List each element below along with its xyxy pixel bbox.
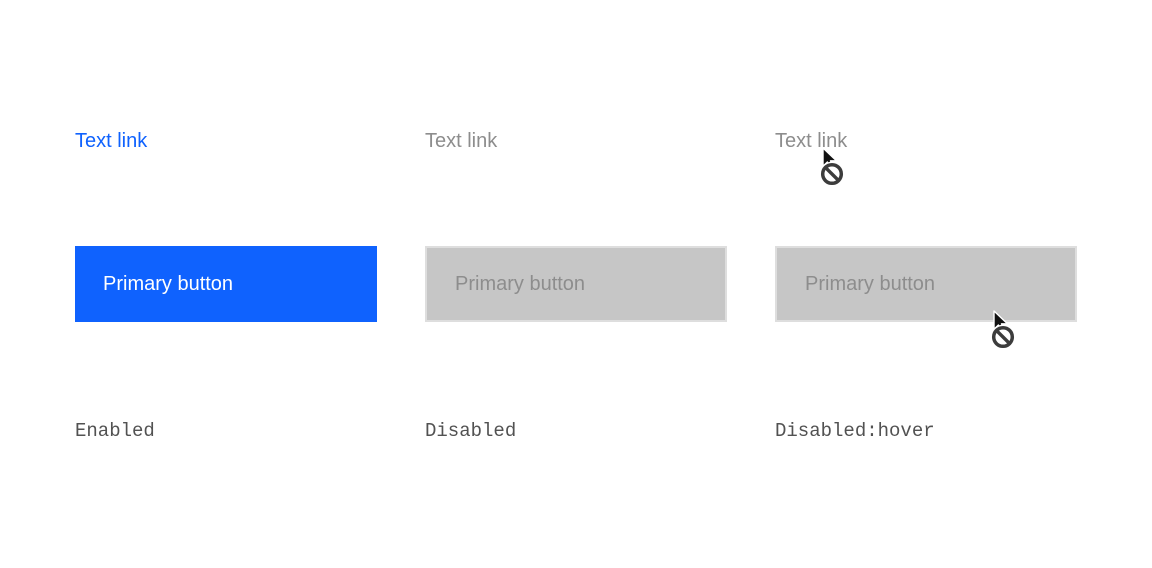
primary-button-disabled-hover[interactable]: Primary button xyxy=(775,246,1077,322)
state-label-enabled: Enabled xyxy=(75,420,155,442)
text-link-enabled[interactable]: Text link xyxy=(75,130,148,152)
state-column-disabled: Text link Primary button Disabled xyxy=(425,0,727,568)
state-label-disabled-hover: Disabled:hover xyxy=(775,420,935,442)
state-label-disabled: Disabled xyxy=(425,420,517,442)
state-column-disabled-hover: Text link Primary button Disabled:hover xyxy=(775,0,1077,568)
primary-button-disabled[interactable]: Primary button xyxy=(425,246,727,322)
text-link-disabled-hover[interactable]: Text link xyxy=(775,130,848,152)
primary-button-enabled[interactable]: Primary button xyxy=(75,246,377,322)
text-link-disabled[interactable]: Text link xyxy=(425,130,498,152)
state-column-enabled: Text link Primary button Enabled xyxy=(75,0,377,568)
